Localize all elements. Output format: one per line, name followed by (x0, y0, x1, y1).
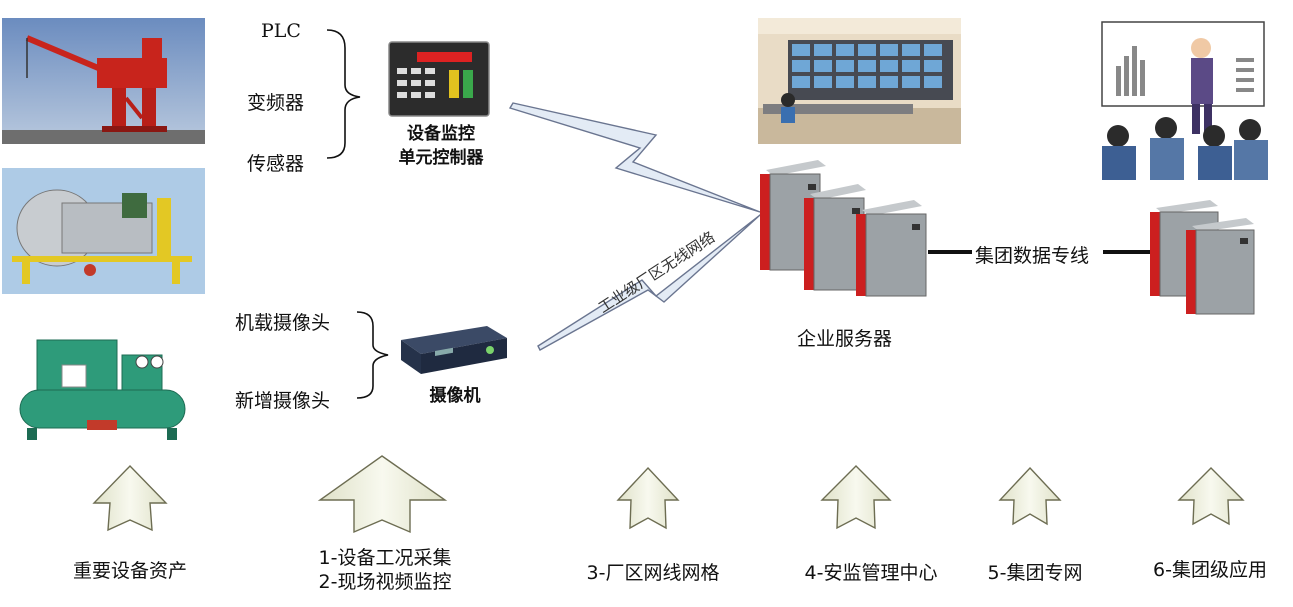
stage-arrow-4 (820, 465, 892, 530)
stage-3-line1: 3-厂区网线网格 (586, 562, 720, 584)
wireless-bolt-lower (537, 214, 761, 351)
stage-arrow-3 (616, 466, 680, 530)
lower-brace (356, 311, 389, 399)
stage-4-line1: 4-安监管理中心 (804, 562, 938, 584)
stage-label-3: 3-厂区网线网格 (568, 561, 738, 585)
controller-label-line1: 设备监控 (407, 124, 475, 144)
monitoring-controller-device (387, 40, 491, 118)
steam-turbine-photo (2, 168, 205, 294)
sensor-label: 传感器 (247, 153, 305, 175)
wireless-bolt-upper (508, 102, 761, 213)
port-crane-photo (2, 18, 205, 144)
stage-arrow-5 (998, 466, 1062, 526)
group-presentation-photo (1096, 18, 1272, 180)
stage-2-line2: 2-现场视频监控 (318, 571, 452, 593)
stage-5-line1: 5-集团专网 (987, 562, 1083, 584)
upper-brace (326, 29, 361, 159)
group-server-cluster (1148, 198, 1258, 316)
plc-label: PLC (261, 20, 301, 42)
stage-6-line1: 6-集团级应用 (1153, 559, 1267, 581)
stage-label-6: 6-集团级应用 (1140, 558, 1280, 582)
camera-recorder-device (395, 322, 511, 378)
stage-label-5: 5-集团专网 (970, 561, 1100, 585)
group-server-unit-2 (1186, 218, 1255, 315)
server-unit-2 (804, 184, 866, 291)
server-unit-1 (760, 160, 826, 271)
stage-label-2: 1-设备工况采集 2-现场视频监控 (300, 546, 470, 594)
controller-label-line2: 单元控制器 (398, 148, 484, 168)
stage-arrow-2 (317, 455, 448, 534)
new-camera-label: 新增摄像头 (235, 390, 331, 412)
onboard-camera-label: 机载摄像头 (235, 312, 331, 334)
monitoring-center-photo (758, 18, 961, 144)
server-unit-3 (856, 200, 927, 297)
enterprise-server-label: 企业服务器 (797, 328, 893, 350)
stage-label-4: 4-安监管理中心 (786, 561, 956, 585)
stage-1-line1: 重要设备资产 (72, 560, 187, 582)
vfd-label: 变频器 (247, 92, 305, 114)
stage-label-1: 重要设备资产 (50, 559, 210, 583)
camera-label: 摄像机 (429, 386, 481, 406)
compressor-unit-photo (2, 320, 205, 444)
stage-2-line1: 1-设备工况采集 (318, 547, 452, 569)
stage-arrow-1 (92, 464, 168, 532)
stage-arrow-6 (1177, 467, 1245, 526)
enterprise-server-cluster (758, 160, 933, 300)
group-data-line-label: 集团数据专线 (975, 245, 1090, 267)
